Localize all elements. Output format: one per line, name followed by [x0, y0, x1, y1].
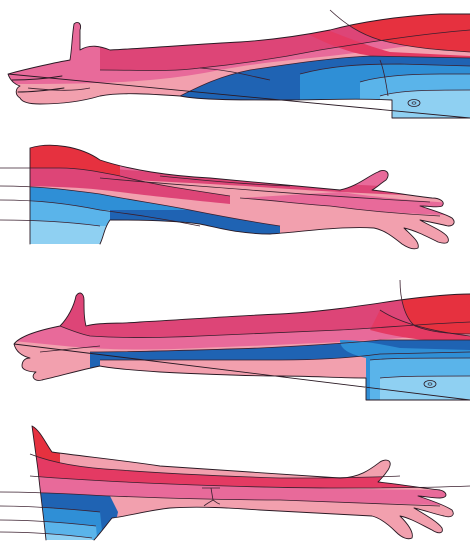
arm-view-1 — [0, 0, 470, 130]
arm-view-2 — [0, 130, 470, 260]
arm-view-3 — [0, 280, 470, 410]
arm-view-4 — [0, 420, 470, 548]
